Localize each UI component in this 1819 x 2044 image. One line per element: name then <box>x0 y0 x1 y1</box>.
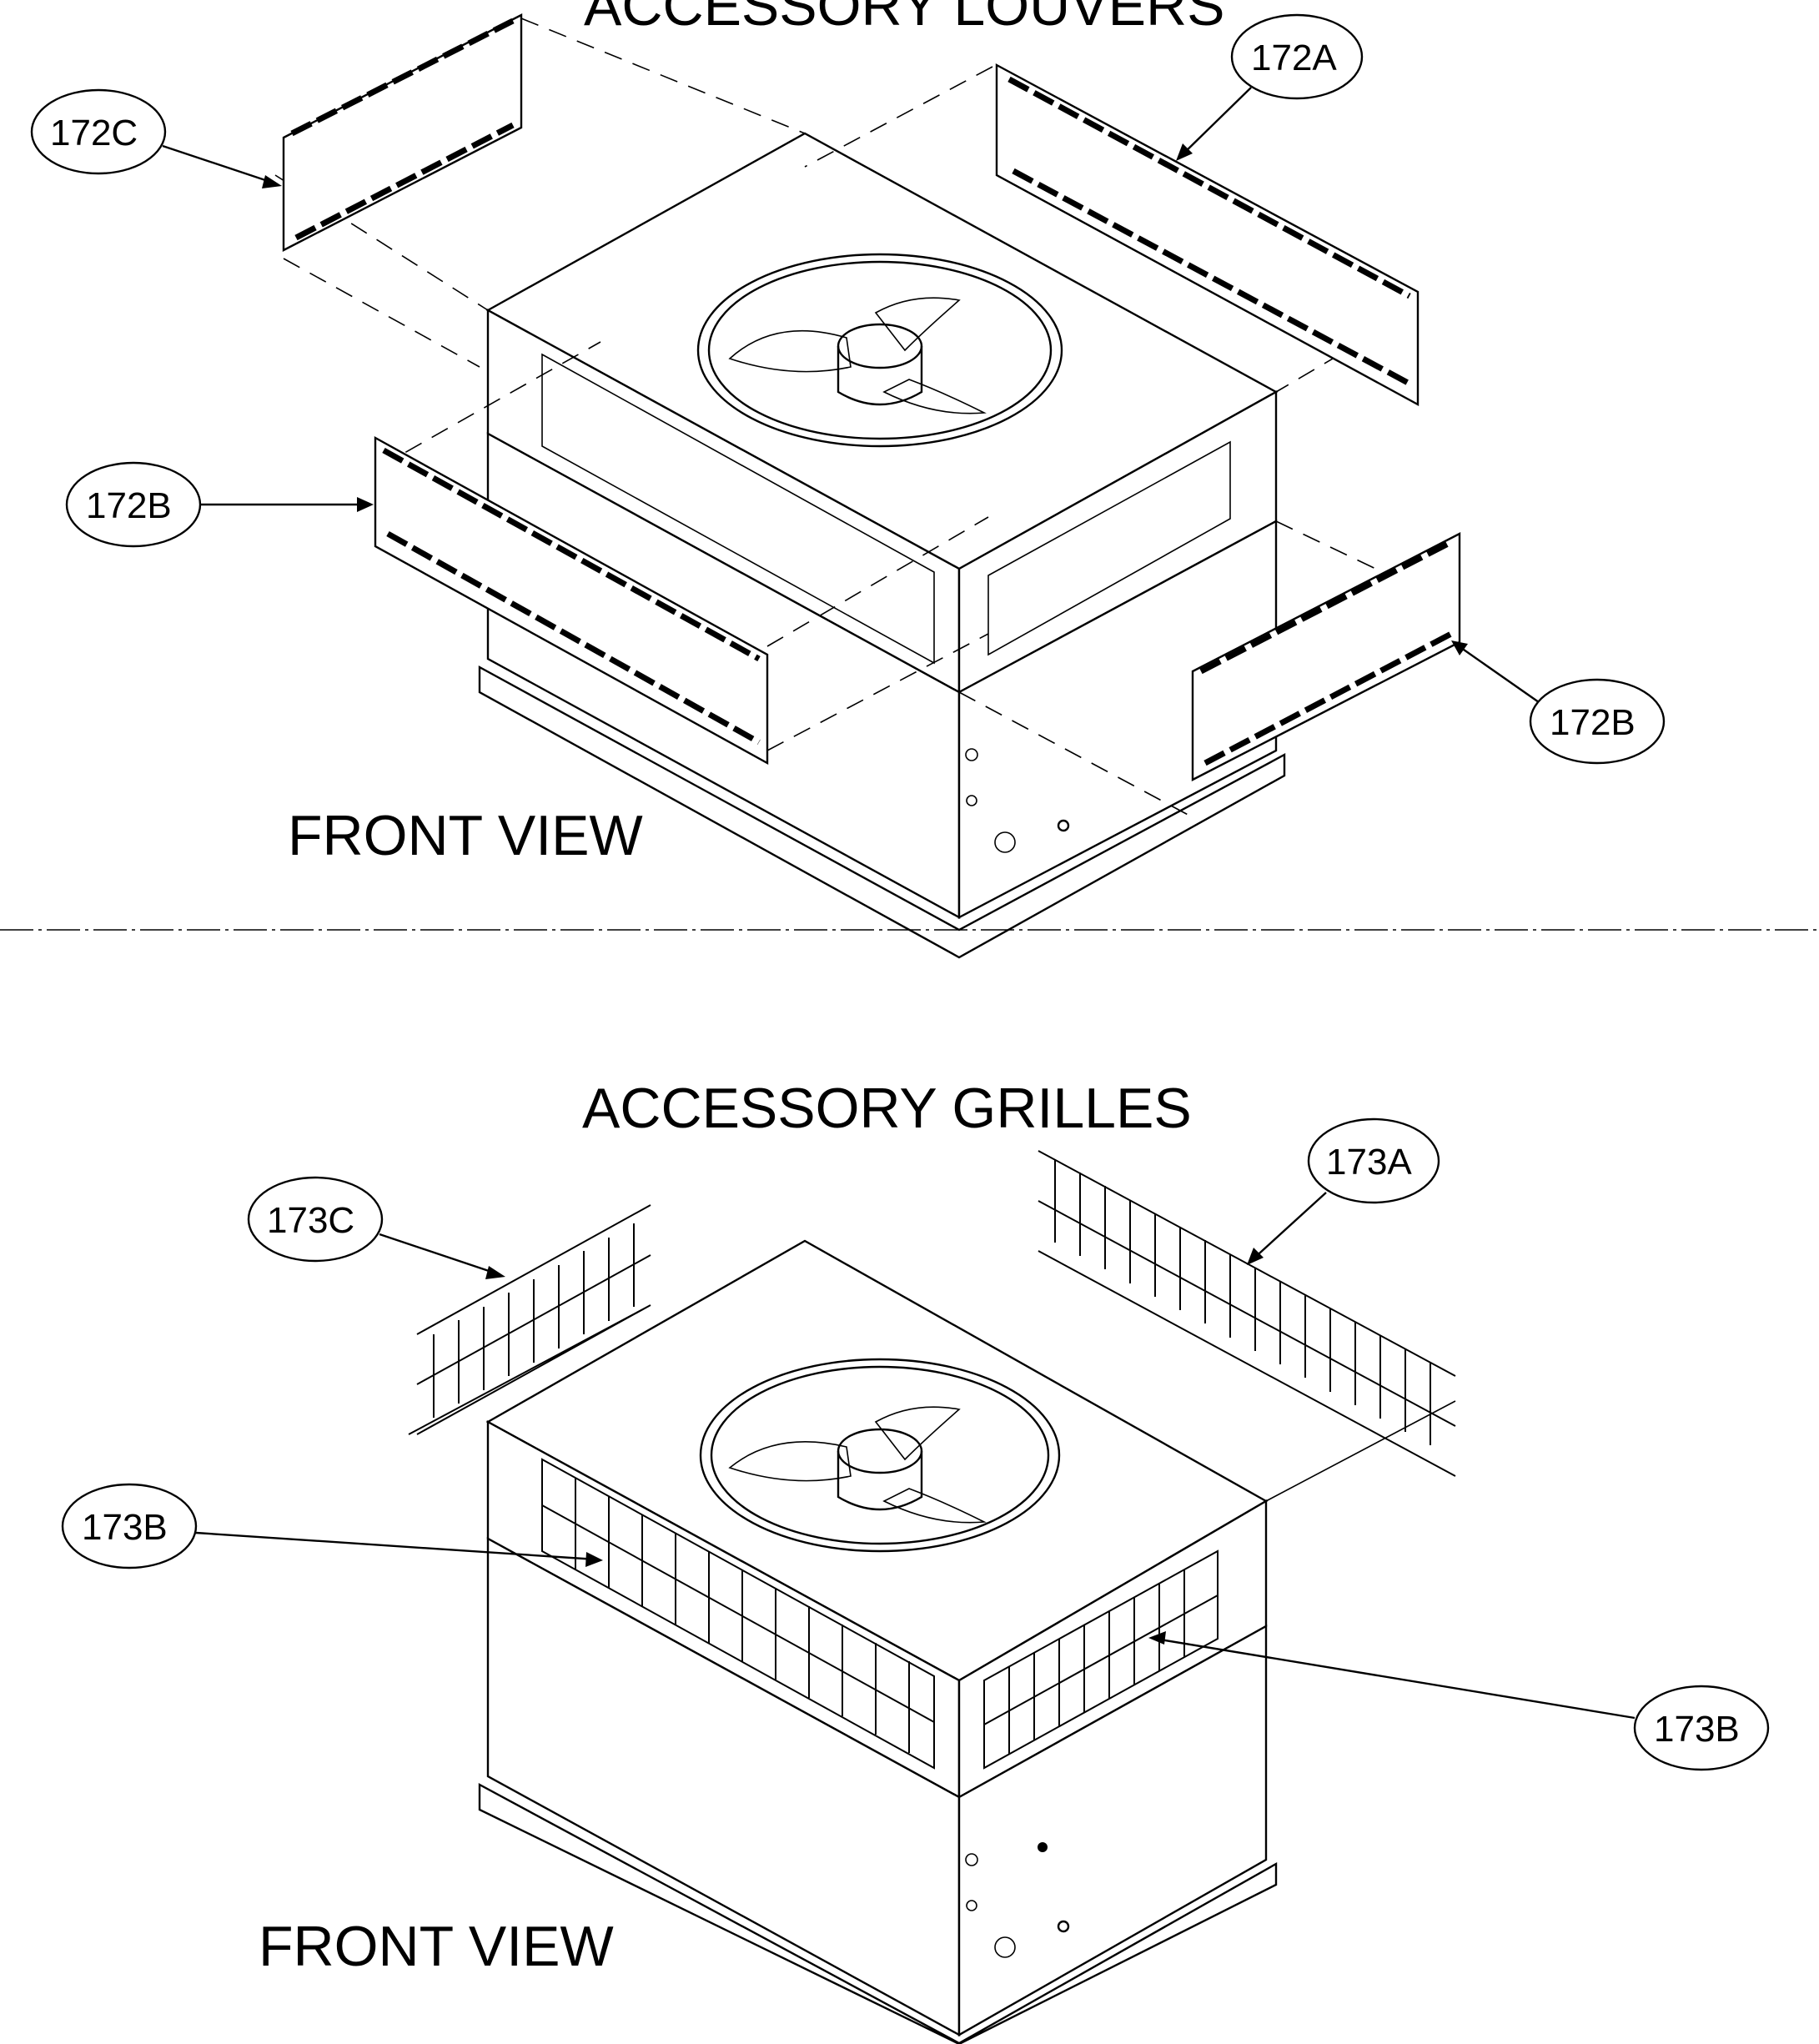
grilles-title: ACCESSORY GRILLES <box>582 1077 1192 1140</box>
callout-172b-left: 172B <box>65 461 374 548</box>
coil-opening-side <box>987 440 1231 656</box>
louvers-section: ACCESSORY LOUVERS <box>30 0 1666 959</box>
svg-text:173B: 173B <box>1654 1709 1740 1750</box>
fan-shroud <box>699 1358 1061 1553</box>
unit-top-grilles <box>478 1239 1278 2044</box>
fan-blade <box>882 1488 987 1524</box>
unit-lower-side-face <box>957 1624 1268 2037</box>
fan-blade <box>882 379 987 414</box>
grille-installed-front <box>541 1458 935 1770</box>
svg-text:173B: 173B <box>82 1507 168 1548</box>
svg-text:172B: 172B <box>1550 702 1636 743</box>
callout-173a: 173A <box>1247 1117 1440 1265</box>
louvers-view-label: FRONT VIEW <box>288 804 643 867</box>
callout-172b-right: 172B <box>1451 640 1666 765</box>
unit-base-rail <box>478 1782 1278 2044</box>
unit-top-louvers <box>478 132 1286 959</box>
louvers-title: ACCESSORY LOUVERS <box>584 0 1224 38</box>
grilles-view-label: FRONT VIEW <box>259 1915 614 1978</box>
callout-173b-left: 173B <box>61 1483 603 1569</box>
svg-text:173A: 173A <box>1326 1142 1412 1183</box>
louver-panel-172a <box>995 63 1420 407</box>
callout-173b-right: 173B <box>1148 1631 1770 1771</box>
callout-173c: 173C <box>247 1176 505 1279</box>
louver-panel-172c <box>282 13 523 252</box>
callout-172a: 172A <box>1176 13 1364 161</box>
grille-installed-side <box>983 1549 1219 1770</box>
unit-lower-side-face <box>957 519 1278 919</box>
grille-panel-173a <box>1038 1150 1456 1502</box>
svg-text:173C: 173C <box>267 1200 354 1241</box>
fan-blade <box>874 1406 961 1461</box>
fan-blade <box>874 297 961 352</box>
svg-text:172B: 172B <box>86 485 172 526</box>
fan-blade <box>728 329 852 373</box>
fan-shroud <box>696 253 1063 448</box>
fan-blade <box>728 1441 852 1482</box>
callout-172c: 172C <box>30 88 282 188</box>
grille-panel-173c <box>408 1204 651 1435</box>
svg-text:172A: 172A <box>1251 38 1337 78</box>
grilles-section: ACCESSORY GRILLES <box>61 1077 1770 2044</box>
svg-text:172C: 172C <box>50 113 138 153</box>
louver-panel-172b-front <box>374 435 769 766</box>
